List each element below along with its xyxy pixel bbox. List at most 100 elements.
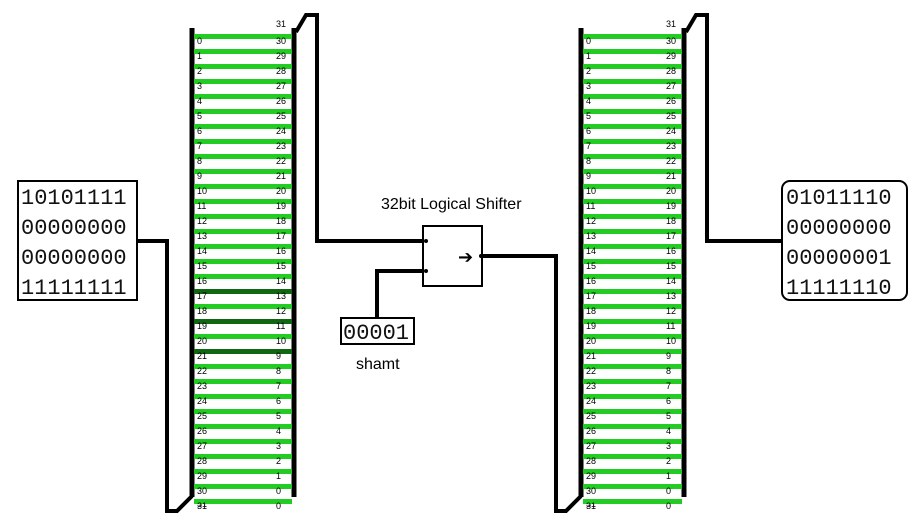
bit-index-label: 24 xyxy=(197,396,207,406)
bit-index-label: 15 xyxy=(666,261,676,271)
bit-line[interactable] xyxy=(194,364,292,369)
bit-line[interactable] xyxy=(194,94,292,99)
bit-line[interactable] xyxy=(583,49,682,54)
bit-line[interactable] xyxy=(194,304,292,309)
bit-line[interactable] xyxy=(194,49,292,54)
bit-line[interactable] xyxy=(583,79,682,84)
bit-line[interactable] xyxy=(194,229,292,234)
bit-index-label: 14 xyxy=(666,276,676,286)
bit-line[interactable] xyxy=(583,34,682,39)
bit-line[interactable] xyxy=(583,424,682,429)
bit-line[interactable] xyxy=(194,319,292,324)
bit-line[interactable] xyxy=(583,169,682,174)
bit-line[interactable] xyxy=(194,424,292,429)
bit-line[interactable] xyxy=(194,259,292,264)
bit-index-label: 4 xyxy=(586,96,591,106)
bit-line[interactable] xyxy=(583,184,682,189)
input-probe-box[interactable] xyxy=(17,180,138,301)
bit-line[interactable] xyxy=(583,274,682,279)
shifter-output-pin[interactable] xyxy=(479,254,483,258)
bit-index-label: 1 xyxy=(276,471,281,481)
bit-line[interactable] xyxy=(194,169,292,174)
bit-line[interactable] xyxy=(194,499,292,504)
bit-line[interactable] xyxy=(583,454,682,459)
splitter-top-label: 31 xyxy=(276,19,286,29)
bit-line[interactable] xyxy=(583,484,682,489)
input-probe[interactable]: 10101111 00000000 00000000 11111111 xyxy=(17,180,138,301)
bit-index-label: 10 xyxy=(666,336,676,346)
bit-line[interactable] xyxy=(194,244,292,249)
wire-shifter-to-splitter[interactable] xyxy=(482,254,583,513)
bit-index-label: 9 xyxy=(276,351,281,361)
bit-line[interactable] xyxy=(583,289,682,294)
bit-line[interactable] xyxy=(194,274,292,279)
bit-line[interactable] xyxy=(583,139,682,144)
bit-line[interactable] xyxy=(583,364,682,369)
bit-line[interactable] xyxy=(583,499,682,504)
bit-line[interactable] xyxy=(194,34,292,39)
bit-line[interactable] xyxy=(194,214,292,219)
bit-line[interactable] xyxy=(583,409,682,414)
bit-line[interactable] xyxy=(194,64,292,69)
bit-line[interactable] xyxy=(583,439,682,444)
bit-line[interactable] xyxy=(194,124,292,129)
bit-line[interactable] xyxy=(583,319,682,324)
bit-line[interactable] xyxy=(194,439,292,444)
bit-line[interactable] xyxy=(583,64,682,69)
bit-line[interactable] xyxy=(194,484,292,489)
bit-line[interactable] xyxy=(583,214,682,219)
bit-line[interactable] xyxy=(583,334,682,339)
bit-index-label: 23 xyxy=(197,381,207,391)
bit-index-label: 31 xyxy=(586,501,596,511)
bit-line[interactable] xyxy=(583,394,682,399)
bit-line[interactable] xyxy=(194,454,292,459)
logical-shifter[interactable]: ➔ xyxy=(422,225,483,287)
bit-line[interactable] xyxy=(194,289,292,294)
bit-line[interactable] xyxy=(583,109,682,114)
bit-line[interactable] xyxy=(194,139,292,144)
left-splitter[interactable]: 3131030129228327426525624723822921102011… xyxy=(189,19,297,511)
bit-index-label: 16 xyxy=(666,246,676,256)
bit-index-label: 21 xyxy=(276,171,286,181)
bit-line[interactable] xyxy=(583,379,682,384)
bit-line[interactable] xyxy=(194,334,292,339)
wire-input-to-splitter[interactable] xyxy=(137,239,194,513)
bit-line[interactable] xyxy=(194,349,292,354)
bit-line[interactable] xyxy=(194,184,292,189)
bit-line[interactable] xyxy=(194,199,292,204)
output-probe[interactable]: 01011110 00000000 00000001 11111110 xyxy=(781,180,908,301)
shifter-shamt-pin[interactable] xyxy=(424,269,428,273)
right-splitter[interactable]: 3131030129228327426525624723822921102011… xyxy=(578,19,687,511)
bit-line[interactable] xyxy=(583,244,682,249)
bit-line[interactable] xyxy=(583,229,682,234)
bit-line[interactable] xyxy=(583,259,682,264)
bit-index-label: 12 xyxy=(586,216,596,226)
bit-line[interactable] xyxy=(194,394,292,399)
bit-line[interactable] xyxy=(583,94,682,99)
bit-line[interactable] xyxy=(583,154,682,159)
bit-line[interactable] xyxy=(583,469,682,474)
bit-index-label: 19 xyxy=(197,321,207,331)
bit-line[interactable] xyxy=(583,124,682,129)
wire-splitter-to-shifter[interactable] xyxy=(294,13,425,243)
shamt-constant[interactable]: 00001 xyxy=(340,317,415,346)
bit-index-label: 23 xyxy=(666,141,676,151)
bit-index-label: 4 xyxy=(276,426,281,436)
bit-index-label: 22 xyxy=(586,366,596,376)
bit-line[interactable] xyxy=(194,409,292,414)
shifter-input-pin[interactable] xyxy=(424,239,428,243)
wire-shamt-to-shifter[interactable] xyxy=(375,269,425,318)
shifter-box[interactable] xyxy=(422,225,483,287)
bit-line[interactable] xyxy=(194,154,292,159)
bit-line[interactable] xyxy=(194,109,292,114)
wire-splitter-to-output[interactable] xyxy=(684,13,782,243)
bit-index-label: 0 xyxy=(276,501,281,511)
bit-line[interactable] xyxy=(583,349,682,354)
shamt-box[interactable] xyxy=(340,317,415,345)
bit-line[interactable] xyxy=(583,199,682,204)
bit-index-label: 6 xyxy=(666,396,671,406)
bit-line[interactable] xyxy=(194,379,292,384)
bit-line[interactable] xyxy=(583,304,682,309)
bit-line[interactable] xyxy=(194,79,292,84)
bit-line[interactable] xyxy=(194,469,292,474)
